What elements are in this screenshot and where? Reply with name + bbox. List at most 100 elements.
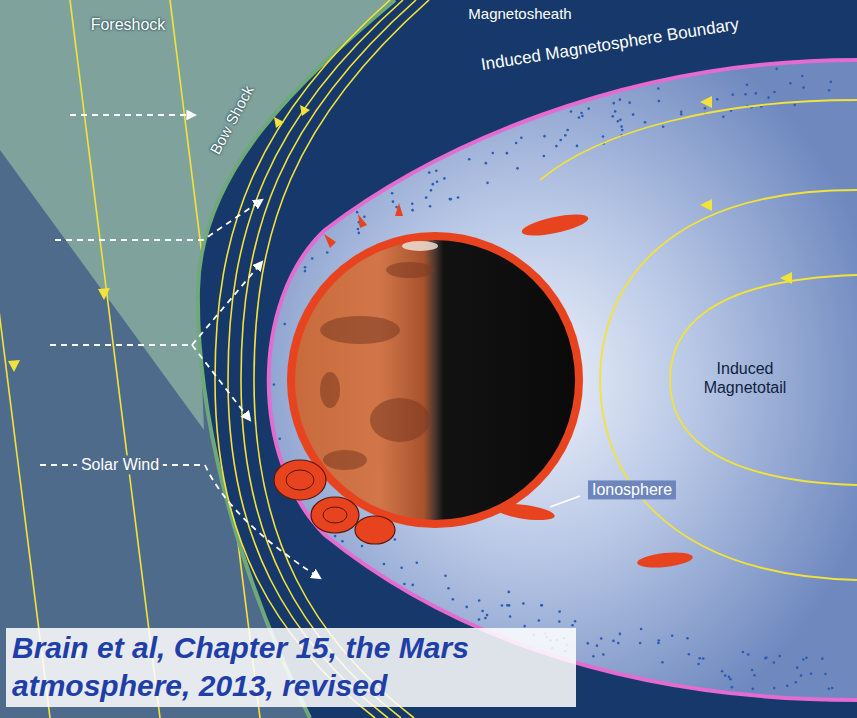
ion-dot <box>391 192 394 195</box>
ion-dot <box>523 625 526 628</box>
ion-dot <box>765 656 768 659</box>
ion-dot <box>617 120 620 123</box>
ion-dot <box>361 545 364 548</box>
ion-dot <box>273 383 276 386</box>
ion-dot <box>555 145 558 148</box>
ion-dot <box>742 651 745 654</box>
ion-dot <box>570 110 573 113</box>
ion-dot <box>538 619 541 622</box>
region-label: Induced Magnetotail <box>689 359 801 397</box>
ion-dot <box>688 653 691 656</box>
ion-dot <box>558 610 561 613</box>
ion-dot <box>611 115 614 118</box>
ion-dot <box>559 139 562 142</box>
ion-dot <box>543 155 546 158</box>
ion-dot <box>592 655 595 658</box>
ion-dot <box>411 209 414 212</box>
ion-dot <box>722 115 725 118</box>
ion-dot <box>501 604 504 607</box>
ion-dot <box>747 653 750 656</box>
ion-dot <box>428 171 431 174</box>
ion-dot <box>400 566 403 569</box>
region-label: Ionosphere <box>588 480 676 499</box>
ionosphere-leader-line <box>550 496 580 507</box>
ion-dot <box>278 437 281 440</box>
ion-dot <box>680 110 683 113</box>
ion-dot <box>751 669 754 672</box>
ion-dot <box>802 86 805 89</box>
ion-dot <box>644 121 647 124</box>
ion-dot <box>657 639 660 642</box>
ion-dot <box>773 687 776 690</box>
ion-dot <box>617 642 620 645</box>
ion-dot <box>802 658 805 661</box>
ion-dot <box>602 653 605 656</box>
ion-dot <box>508 591 511 594</box>
ion-dot <box>619 633 622 636</box>
ion-dot <box>732 93 735 96</box>
ion-dot <box>764 657 767 660</box>
ion-dot <box>341 540 344 543</box>
ionosphere <box>274 203 694 570</box>
ion-dot <box>478 599 481 602</box>
ion-dot <box>415 561 418 564</box>
ion-dot <box>728 676 731 679</box>
solar-wind-field-lines <box>0 0 260 718</box>
ion-dot <box>744 93 747 96</box>
ion-dot <box>304 266 307 269</box>
ion-dot <box>698 657 701 660</box>
magnetosheath-region <box>198 0 857 718</box>
ion-dot <box>793 104 796 107</box>
ion-dot <box>805 656 808 659</box>
ion-dot <box>304 270 307 273</box>
ion-dot <box>612 102 615 105</box>
ion-dot <box>478 618 481 621</box>
ion-dot <box>444 574 447 577</box>
ion-dot <box>824 673 827 676</box>
ion-dot <box>581 115 584 118</box>
ion-dot <box>795 681 798 684</box>
ion-dot <box>435 169 438 172</box>
ion-dot <box>358 232 361 235</box>
ion-dot <box>520 137 523 140</box>
induced-magnetosphere-boundary-line <box>269 60 857 700</box>
ion-dot <box>571 624 574 627</box>
ion-dot <box>587 107 590 110</box>
ion-dot <box>658 100 661 103</box>
ion-dot <box>468 158 471 161</box>
ion-dot <box>357 228 360 231</box>
ion-dot <box>614 110 617 113</box>
ion-dot <box>326 251 329 254</box>
ion-dot <box>465 606 468 609</box>
ion-dot <box>778 655 781 658</box>
ion-dot <box>363 215 366 218</box>
ion-dot <box>516 167 519 170</box>
pickup-ion-dots <box>273 68 834 691</box>
ion-dot <box>485 162 488 165</box>
ion-dot <box>515 142 518 145</box>
ion-dot <box>311 257 314 260</box>
ion-dot <box>564 134 567 137</box>
region-label: Magnetosheath <box>468 5 571 23</box>
ion-dot <box>628 101 631 104</box>
ion-dot <box>702 657 705 660</box>
ion-dot <box>425 196 428 199</box>
ion-dot <box>619 118 622 121</box>
ion-dot <box>541 604 544 607</box>
ion-dot <box>600 637 603 640</box>
ion-dot <box>403 583 406 586</box>
ion-dot <box>596 644 599 647</box>
ion-dot <box>481 610 484 613</box>
ion-dot <box>801 75 804 78</box>
ion-dot <box>540 604 543 607</box>
ion-dot <box>830 81 833 84</box>
ion-dot <box>574 620 577 623</box>
ion-dot <box>506 152 509 155</box>
ion-dot <box>491 152 494 155</box>
ion-dot <box>821 657 824 660</box>
ion-dot <box>356 211 359 214</box>
ion-dot <box>447 587 450 590</box>
